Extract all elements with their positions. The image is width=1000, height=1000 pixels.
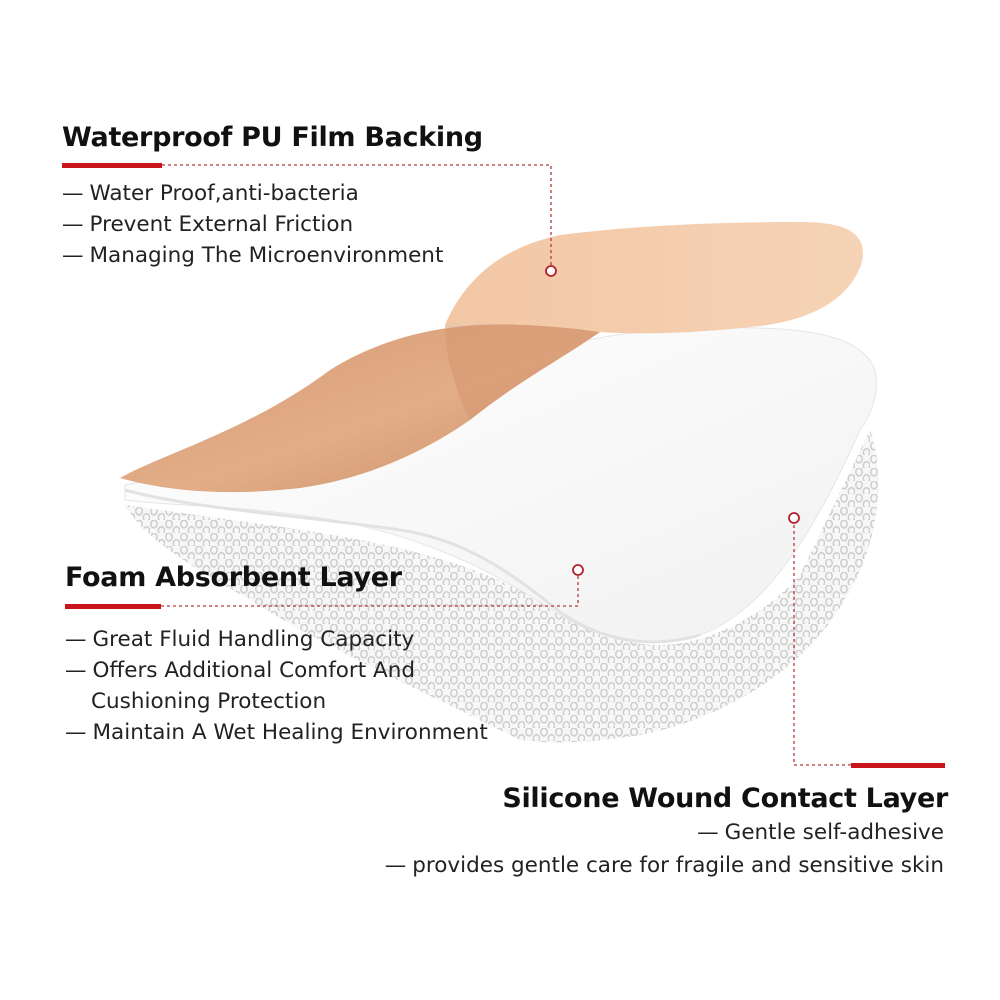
film-section-title: Waterproof PU Film Backing [62, 122, 483, 153]
bullet-dash: — [65, 720, 87, 745]
foam-bullet-continuation: Cushioning Protection [91, 689, 327, 714]
film-bullet-text: Water Proof,anti-bacteria [89, 181, 359, 206]
foam-bullet: —Great Fluid Handling Capacity [65, 624, 488, 655]
foam-section-title: Foam Absorbent Layer [65, 562, 402, 593]
foam-bullet-text: Maintain A Wet Healing Environment [92, 720, 488, 745]
bullet-dash: — [384, 853, 407, 878]
bullet-dash: — [62, 243, 84, 268]
film-bullet: —Managing The Microenvironment [62, 240, 443, 271]
bullet-dash: — [62, 181, 84, 206]
foam-title-underline [65, 604, 161, 609]
film-bullet-text: Managing The Microenvironment [89, 243, 444, 268]
silicone-dot-texture [125, 430, 879, 743]
film-bullet-list: —Water Proof,anti-bacteria —Prevent Exte… [62, 178, 443, 271]
bullet-dash: — [65, 658, 87, 683]
silicone-leader-line [793, 523, 851, 766]
foam-edge [124, 488, 701, 644]
foam-leader-line [161, 575, 579, 607]
foam-bullet-list: —Great Fluid Handling Capacity —Offers A… [65, 624, 488, 748]
film-bullet: —Prevent External Friction [62, 209, 443, 240]
silicone-anchor-dot [788, 512, 800, 524]
film-bullet: —Water Proof,anti-bacteria [62, 178, 443, 209]
silicone-bullet: —provides gentle care for fragile and se… [385, 849, 944, 882]
silicone-bullet-text: provides gentle care for fragile and sen… [412, 853, 944, 878]
silicone-section-title: Silicone Wound Contact Layer [502, 783, 948, 814]
silicone-title-underline [851, 763, 945, 768]
foam-bullet-text: Offers Additional Comfort And [92, 658, 416, 683]
foam-anchor-dot [572, 564, 584, 576]
pu-film-curl-shadow [445, 323, 600, 420]
pu-film-peeled [445, 222, 863, 334]
foam-bullet: —Maintain A Wet Healing Environment [65, 717, 488, 748]
bullet-dash: — [62, 212, 84, 237]
silicone-bullet-text: Gentle self-adhesive [724, 820, 944, 845]
film-anchor-dot [545, 265, 557, 277]
bullet-dash: — [697, 820, 719, 845]
silicone-bullet: —Gentle self-adhesive [385, 816, 944, 849]
silicone-bullet-list: —Gentle self-adhesive —provides gentle c… [385, 816, 944, 882]
foam-bullet-text: Great Fluid Handling Capacity [92, 627, 415, 652]
film-title-underline [62, 163, 162, 168]
film-bullet-text: Prevent External Friction [89, 212, 354, 237]
bullet-dash: — [65, 627, 87, 652]
film-leader-line [162, 164, 552, 266]
